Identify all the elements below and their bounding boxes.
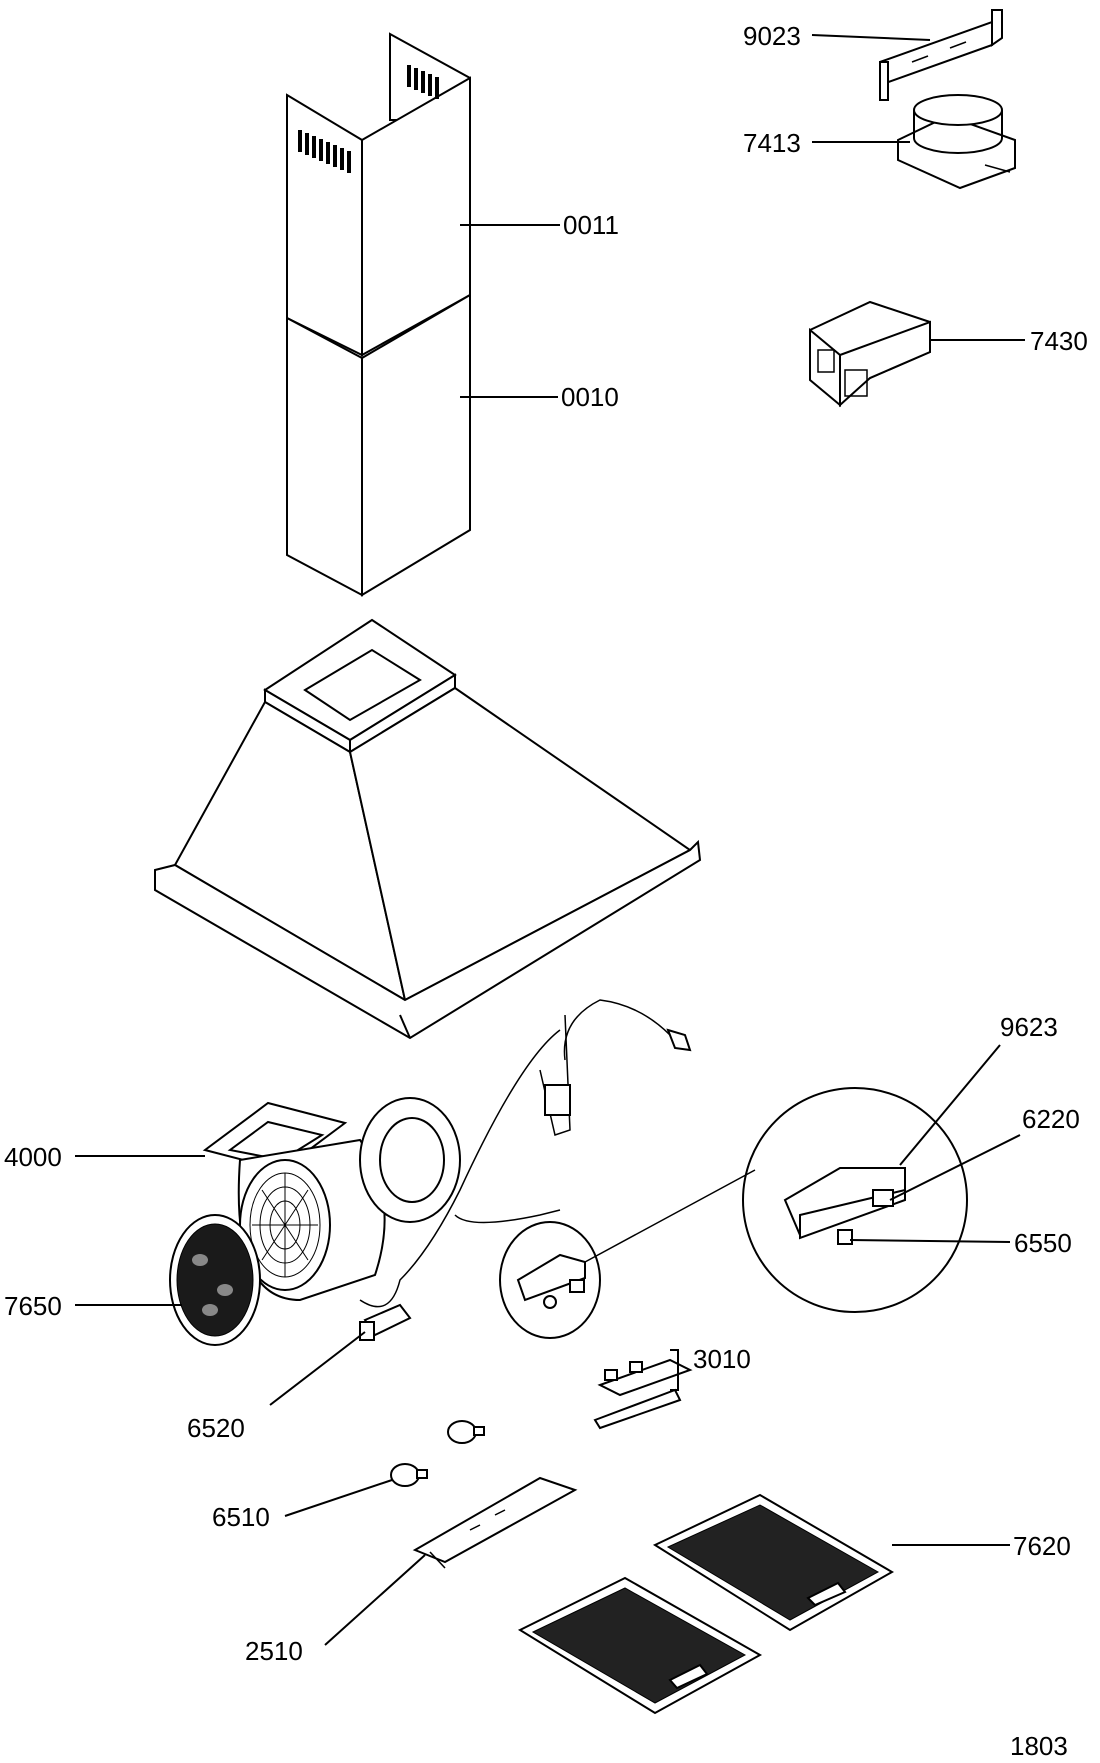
part-label-9023: 9023 (743, 21, 801, 51)
part-label-7430: 7430 (1030, 326, 1088, 356)
drawing-number: 1803 (1010, 1731, 1068, 1761)
part-label-0011: 0011 (563, 210, 619, 240)
grease-filter-back (652, 1493, 895, 1632)
chimney-lower-section (286, 293, 471, 597)
part-label-7413: 7413 (743, 128, 801, 158)
part-label-6510: 6510 (212, 1502, 270, 1532)
blower-motor-assembly (202, 999, 692, 1308)
part-label-9623: 9623 (1000, 1012, 1058, 1042)
detail-leader (584, 1169, 756, 1263)
lamp-bulb-lower (390, 1463, 428, 1487)
control-board-small (499, 1221, 601, 1339)
part-label-2510: 2510 (245, 1636, 303, 1666)
air-deflector (809, 300, 931, 408)
part-label-7650: 7650 (4, 1291, 62, 1321)
part-label-6550: 6550 (1014, 1228, 1072, 1258)
hood-canopy (154, 618, 702, 1040)
mounting-bracket (879, 9, 1003, 101)
air-outlet-collar (897, 94, 1016, 190)
leader-lines (75, 34, 1025, 1646)
part-labels: 9023 7413 0011 7430 0010 9623 4000 6220 … (4, 21, 1088, 1666)
grease-cover-ring (169, 1214, 261, 1346)
chimney-upper-section (286, 32, 471, 357)
control-board-detail-circle (742, 1087, 968, 1313)
part-label-0010: 0010 (561, 382, 619, 412)
lamp-holder (359, 1303, 412, 1341)
part-label-6520: 6520 (187, 1413, 245, 1443)
lamp-bulb-upper (447, 1420, 485, 1444)
part-label-7620: 7620 (1013, 1531, 1071, 1561)
switch-panel (593, 1358, 693, 1430)
light-lens (412, 1476, 578, 1569)
grease-filter-front (517, 1576, 763, 1715)
part-label-3010: 3010 (693, 1344, 751, 1374)
part-label-6220: 6220 (1022, 1104, 1080, 1134)
part-label-4000: 4000 (4, 1142, 62, 1172)
